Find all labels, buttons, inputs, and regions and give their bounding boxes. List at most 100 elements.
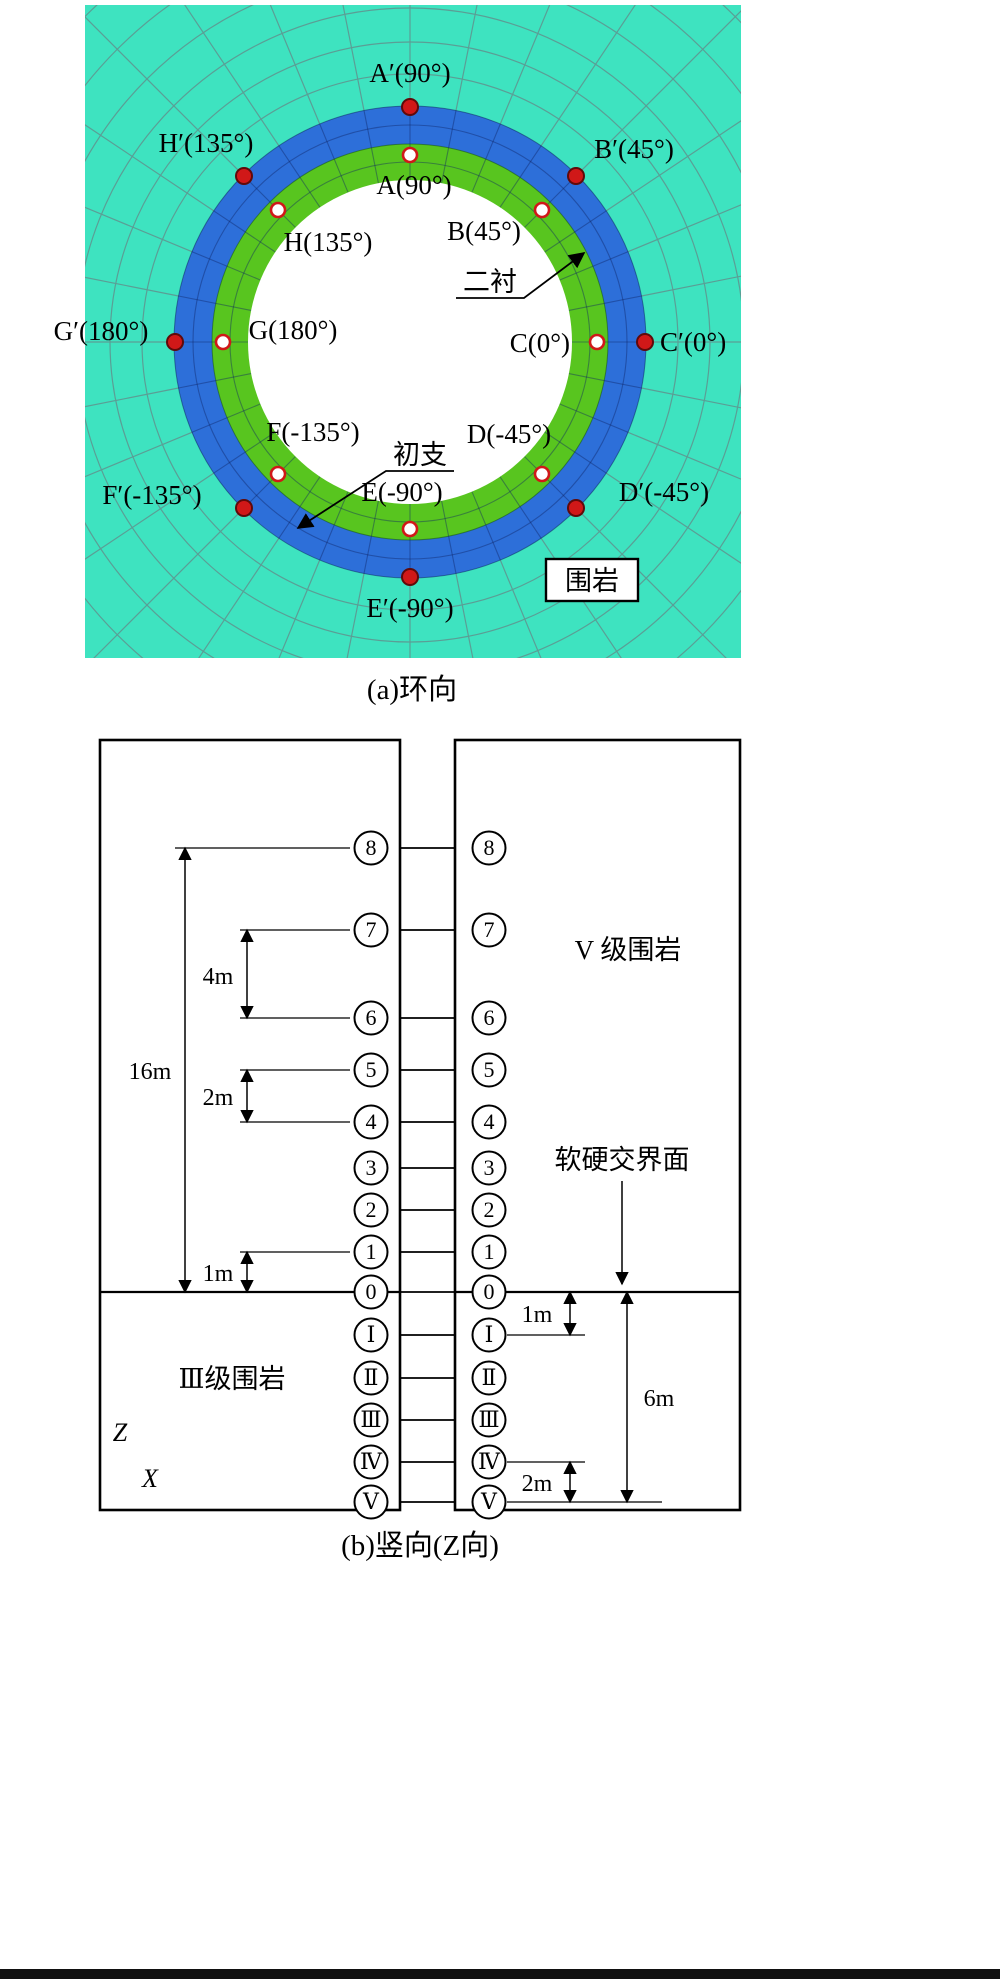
- level-marker-label: 4: [484, 1109, 495, 1134]
- interface-label: 软硬交界面: [555, 1145, 690, 1175]
- level-marker-circle: [471, 1052, 507, 1088]
- level-marker-label: 0: [366, 1279, 377, 1304]
- initial-support-label: 初支: [393, 440, 447, 470]
- grade-iii-rock-label: Ⅲ级围岩: [178, 1364, 285, 1394]
- level-marker-label: 2: [484, 1197, 495, 1222]
- level-marker-circle: [471, 1444, 507, 1480]
- level-marker-circle: [353, 1484, 389, 1520]
- label-a: A(90°): [376, 170, 451, 200]
- label-g: G(180°): [249, 315, 338, 345]
- point-f-prime: [235, 499, 253, 517]
- point-h-prime: [235, 167, 253, 185]
- level-marker-circle: [353, 1444, 389, 1480]
- point-b-prime: [567, 167, 585, 185]
- dim-6m-label: 6m: [644, 1386, 675, 1412]
- left-rock-block: [98, 738, 402, 1512]
- level-marker-label: Ⅲ: [478, 1407, 499, 1432]
- level-marker-circle: [471, 830, 507, 866]
- level-marker-label: 2: [366, 1197, 377, 1222]
- level-marker-label: 3: [484, 1155, 495, 1180]
- label-h: H(135°): [284, 227, 373, 257]
- surrounding-rock-label: 围岩: [565, 566, 619, 596]
- level-marker-label: 0: [484, 1279, 495, 1304]
- point-c-prime: [636, 333, 654, 351]
- label-e-prime: E′(-90°): [366, 593, 453, 623]
- level-marker-label: 1: [484, 1239, 495, 1264]
- level-marker-label: Ⅴ: [480, 1489, 498, 1514]
- axis-x-label: X: [141, 1464, 159, 1493]
- level-marker-label: Ⅴ: [362, 1489, 380, 1514]
- level-marker-label: 6: [484, 1005, 495, 1030]
- level-marker-label: 5: [484, 1057, 495, 1082]
- point-g-prime: [166, 333, 184, 351]
- level-marker-circle: [353, 1234, 389, 1270]
- point-a: [401, 146, 419, 164]
- point-a-prime: [401, 98, 419, 116]
- level-marker-circle: [471, 1274, 507, 1310]
- inner-monitor-points: [214, 146, 606, 538]
- panel-a-circumferential: A′(90°) B′(45°) C′(0°) D′(-45°) E′(-90°)…: [54, 5, 741, 658]
- point-e: [401, 520, 419, 538]
- panel-b-vertical: 16m 4m 2m 1m 1m 2m 6m V 级围岩 软硬交界面 Ⅲ级围岩 Z…: [98, 738, 742, 1520]
- label-b: B(45°): [447, 216, 521, 246]
- label-h-prime: H′(135°): [159, 128, 254, 158]
- point-h: [269, 201, 287, 219]
- level-marker-circle: [471, 1234, 507, 1270]
- label-f: F(-135°): [266, 417, 359, 447]
- level-marker-label: 1: [366, 1239, 377, 1264]
- level-marker-circle: [471, 1104, 507, 1140]
- tunnel-segment-rungs: [400, 847, 455, 1503]
- level-marker-label: Ⅱ: [482, 1365, 497, 1390]
- level-marker-circle: [353, 912, 389, 948]
- level-marker-circle: [471, 1317, 507, 1353]
- dim-2m-lower-label: 2m: [522, 1471, 553, 1497]
- caption-panel-b: (b)竖向(Z向): [341, 1529, 499, 1562]
- dim-2m-upper-label: 2m: [203, 1085, 234, 1111]
- level-marker-label: 8: [366, 835, 377, 860]
- label-c-prime: C′(0°): [660, 327, 726, 357]
- level-marker-circle: [353, 1104, 389, 1140]
- level-marker-circle: [471, 1360, 507, 1396]
- point-g: [214, 333, 232, 351]
- caption-panel-a: (a)环向: [367, 673, 457, 706]
- level-marker-label: 6: [366, 1005, 377, 1030]
- label-d: D(-45°): [467, 419, 551, 449]
- level-marker-circle: [471, 912, 507, 948]
- level-marker-circle: [353, 1317, 389, 1353]
- point-d: [533, 465, 551, 483]
- point-d-prime: [567, 499, 585, 517]
- level-marker-circle: [353, 1000, 389, 1036]
- point-c: [588, 333, 606, 351]
- level-marker-label: 3: [366, 1155, 377, 1180]
- secondary-lining-label: 二衬: [463, 267, 517, 297]
- level-marker-label: 4: [366, 1109, 377, 1134]
- dim-1m-lower-label: 1m: [522, 1302, 553, 1328]
- bottom-rule: [0, 1969, 1000, 1979]
- level-marker-circle: [471, 1192, 507, 1228]
- outer-monitor-points: [166, 98, 654, 586]
- level-marker-label: Ⅳ: [478, 1449, 501, 1474]
- level-marker-circle: [353, 1402, 389, 1438]
- level-marker-circle: [471, 1150, 507, 1186]
- label-g-prime: G′(180°): [54, 316, 149, 346]
- surrounding-rock-legend-box: [544, 557, 640, 603]
- level-marker-circle: [353, 1192, 389, 1228]
- level-marker-circle: [353, 1052, 389, 1088]
- point-f: [269, 465, 287, 483]
- dim-1m-upper-label: 1m: [203, 1261, 234, 1287]
- tunnel-interior: [248, 180, 572, 504]
- axis-z-label: Z: [113, 1418, 128, 1447]
- grade-v-rock-label: V 级围岩: [575, 935, 682, 965]
- level-marker-label: Ⅰ: [485, 1322, 494, 1347]
- label-b-prime: B′(45°): [594, 134, 674, 164]
- point-e-prime: [401, 568, 419, 586]
- level-marker-label: 8: [484, 835, 495, 860]
- level-marker-label: 7: [484, 917, 495, 942]
- label-e: E(-90°): [361, 477, 442, 507]
- level-marker-label: Ⅰ: [367, 1322, 376, 1347]
- level-marker-label: Ⅲ: [360, 1407, 381, 1432]
- label-f-prime: F′(-135°): [102, 480, 201, 510]
